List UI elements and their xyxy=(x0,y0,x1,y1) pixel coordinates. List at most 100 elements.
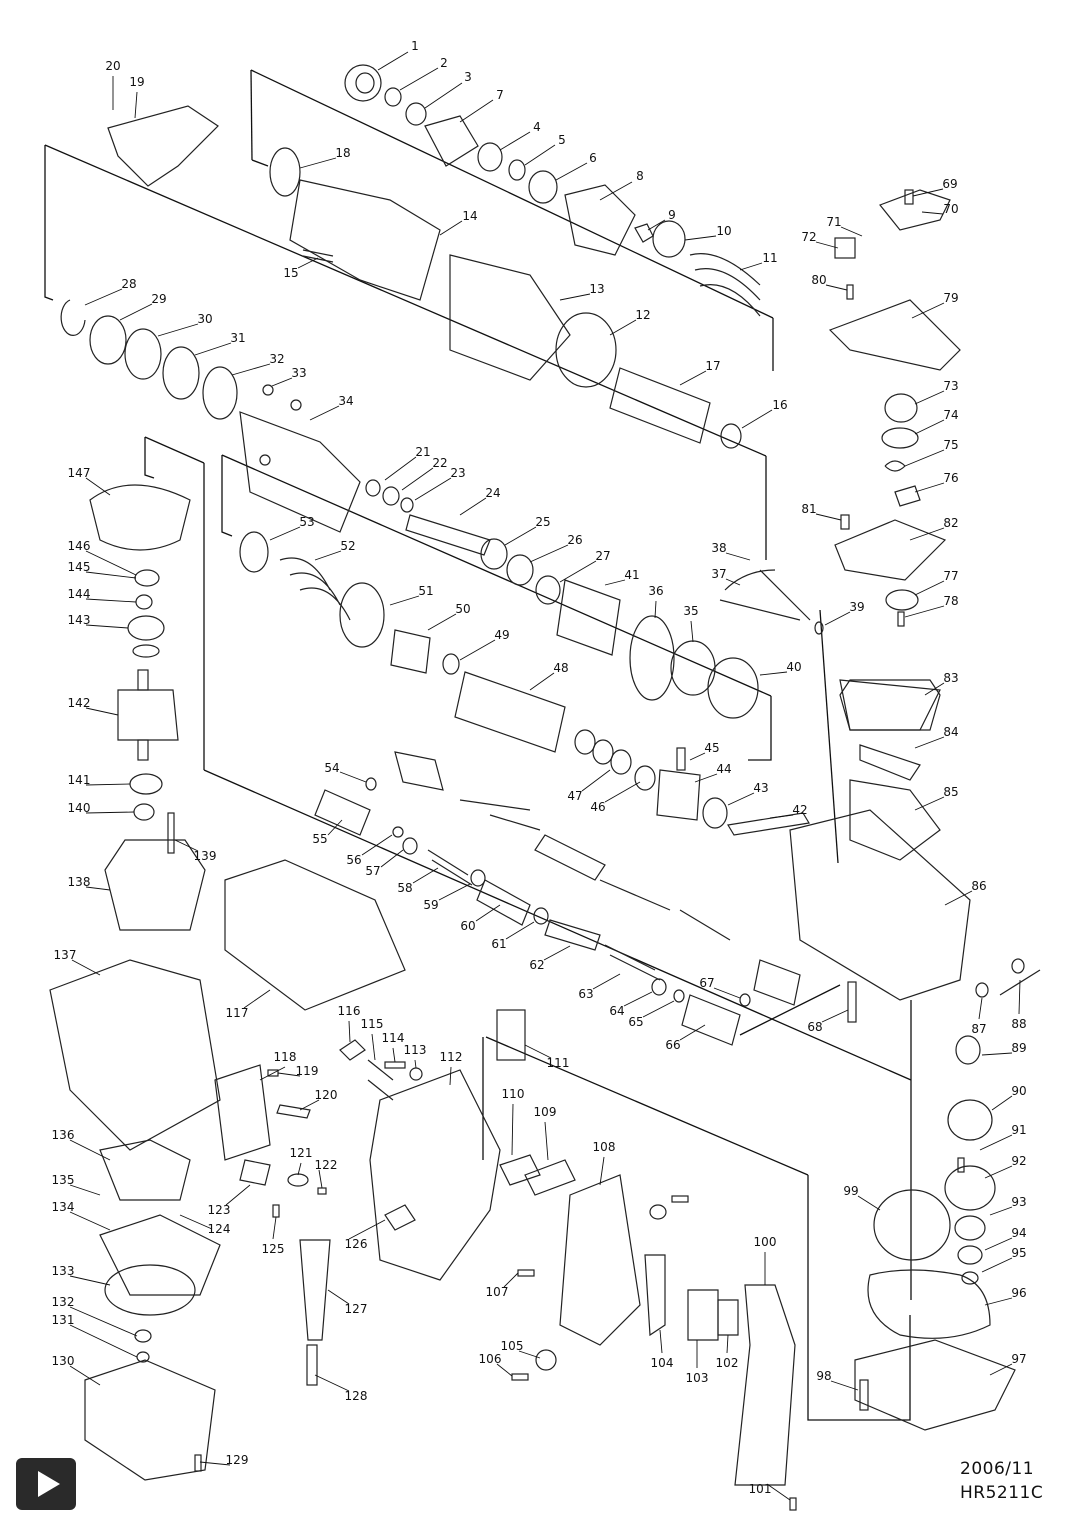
part-label-94: 94 xyxy=(1011,1226,1027,1240)
part-label-139: 139 xyxy=(193,849,217,863)
part-label-107: 107 xyxy=(485,1285,509,1299)
part-label-104: 104 xyxy=(650,1356,674,1370)
part-label-93: 93 xyxy=(1011,1195,1027,1209)
part-label-23: 23 xyxy=(450,466,466,480)
part-label-101: 101 xyxy=(748,1482,772,1496)
part-label-37: 37 xyxy=(711,567,727,581)
part-label-114: 114 xyxy=(381,1031,405,1045)
part-label-49: 49 xyxy=(494,628,510,642)
part-label-53: 53 xyxy=(299,515,315,529)
part-label-45: 45 xyxy=(704,741,720,755)
part-label-10: 10 xyxy=(716,224,732,238)
part-label-72: 72 xyxy=(801,230,817,244)
part-label-26: 26 xyxy=(567,533,583,547)
part-label-84: 84 xyxy=(943,725,959,739)
part-label-137: 137 xyxy=(53,948,77,962)
part-label-63: 63 xyxy=(578,987,594,1001)
part-label-135: 135 xyxy=(51,1173,75,1187)
part-label-126: 126 xyxy=(344,1237,368,1251)
part-label-39: 39 xyxy=(849,600,865,614)
part-label-128: 128 xyxy=(344,1389,368,1403)
part-label-106: 106 xyxy=(478,1352,502,1366)
part-label-115: 115 xyxy=(360,1017,384,1031)
part-label-142: 142 xyxy=(67,696,91,710)
part-label-30: 30 xyxy=(197,312,213,326)
part-label-71: 71 xyxy=(826,215,842,229)
part-label-120: 120 xyxy=(314,1088,338,1102)
part-label-75: 75 xyxy=(943,438,959,452)
part-label-16: 16 xyxy=(772,398,788,412)
part-label-130: 130 xyxy=(51,1354,75,1368)
part-label-82: 82 xyxy=(943,516,959,530)
part-label-8: 8 xyxy=(636,169,644,183)
part-label-134: 134 xyxy=(51,1200,75,1214)
part-label-116: 116 xyxy=(337,1004,361,1018)
part-label-20: 20 xyxy=(105,59,121,73)
part-label-96: 96 xyxy=(1011,1286,1027,1300)
part-label-133: 133 xyxy=(51,1264,75,1278)
part-label-95: 95 xyxy=(1011,1246,1027,1260)
part-label-144: 144 xyxy=(67,587,91,601)
part-label-50: 50 xyxy=(455,602,471,616)
part-label-97: 97 xyxy=(1011,1352,1027,1366)
part-label-110: 110 xyxy=(501,1087,525,1101)
part-label-87: 87 xyxy=(971,1022,987,1036)
part-label-24: 24 xyxy=(485,486,501,500)
part-label-42: 42 xyxy=(792,803,808,817)
part-label-145: 145 xyxy=(67,560,91,574)
part-label-102: 102 xyxy=(715,1356,739,1370)
part-label-13: 13 xyxy=(589,282,605,296)
part-label-27: 27 xyxy=(595,549,611,563)
part-label-147: 147 xyxy=(67,466,91,480)
part-label-81: 81 xyxy=(801,502,817,516)
part-label-112: 112 xyxy=(439,1050,463,1064)
part-label-76: 76 xyxy=(943,471,959,485)
part-label-121: 121 xyxy=(289,1146,313,1160)
part-label-146: 146 xyxy=(67,539,91,553)
part-label-98: 98 xyxy=(816,1369,832,1383)
part-label-67: 67 xyxy=(699,976,715,990)
part-label-122: 122 xyxy=(314,1158,338,1172)
part-label-22: 22 xyxy=(432,456,448,470)
part-label-79: 79 xyxy=(943,291,959,305)
part-label-51: 51 xyxy=(418,584,434,598)
part-label-103: 103 xyxy=(685,1371,709,1385)
part-label-41: 41 xyxy=(624,568,640,582)
part-label-46: 46 xyxy=(590,800,606,814)
part-label-113: 113 xyxy=(403,1043,427,1057)
part-label-62: 62 xyxy=(529,958,545,972)
part-label-99: 99 xyxy=(843,1184,859,1198)
part-label-83: 83 xyxy=(943,671,959,685)
part-label-118: 118 xyxy=(273,1050,297,1064)
part-label-56: 56 xyxy=(346,853,362,867)
part-label-32: 32 xyxy=(269,352,285,366)
part-label-127: 127 xyxy=(344,1302,368,1316)
part-label-66: 66 xyxy=(665,1038,681,1052)
part-label-59: 59 xyxy=(423,898,439,912)
part-label-54: 54 xyxy=(324,761,340,775)
part-label-65: 65 xyxy=(628,1015,644,1029)
part-label-31: 31 xyxy=(230,331,246,345)
part-label-117: 117 xyxy=(225,1006,249,1020)
part-label-73: 73 xyxy=(943,379,959,393)
part-label-78: 78 xyxy=(943,594,959,608)
part-label-74: 74 xyxy=(943,408,959,422)
part-label-61: 61 xyxy=(491,937,507,951)
part-label-91: 91 xyxy=(1011,1123,1027,1137)
part-label-92: 92 xyxy=(1011,1154,1027,1168)
part-label-38: 38 xyxy=(711,541,727,555)
part-label-105: 105 xyxy=(500,1339,524,1353)
part-label-28: 28 xyxy=(121,277,137,291)
part-label-57: 57 xyxy=(365,864,381,878)
play-button[interactable] xyxy=(16,1458,76,1510)
part-label-44: 44 xyxy=(716,762,732,776)
revision-date: 2006/11 xyxy=(960,1459,1035,1479)
part-label-18: 18 xyxy=(335,146,351,160)
part-label-141: 141 xyxy=(67,773,91,787)
part-label-70: 70 xyxy=(943,202,959,216)
part-label-33: 33 xyxy=(291,366,307,380)
part-label-14: 14 xyxy=(462,209,478,223)
part-label-64: 64 xyxy=(609,1004,625,1018)
part-label-89: 89 xyxy=(1011,1041,1027,1055)
